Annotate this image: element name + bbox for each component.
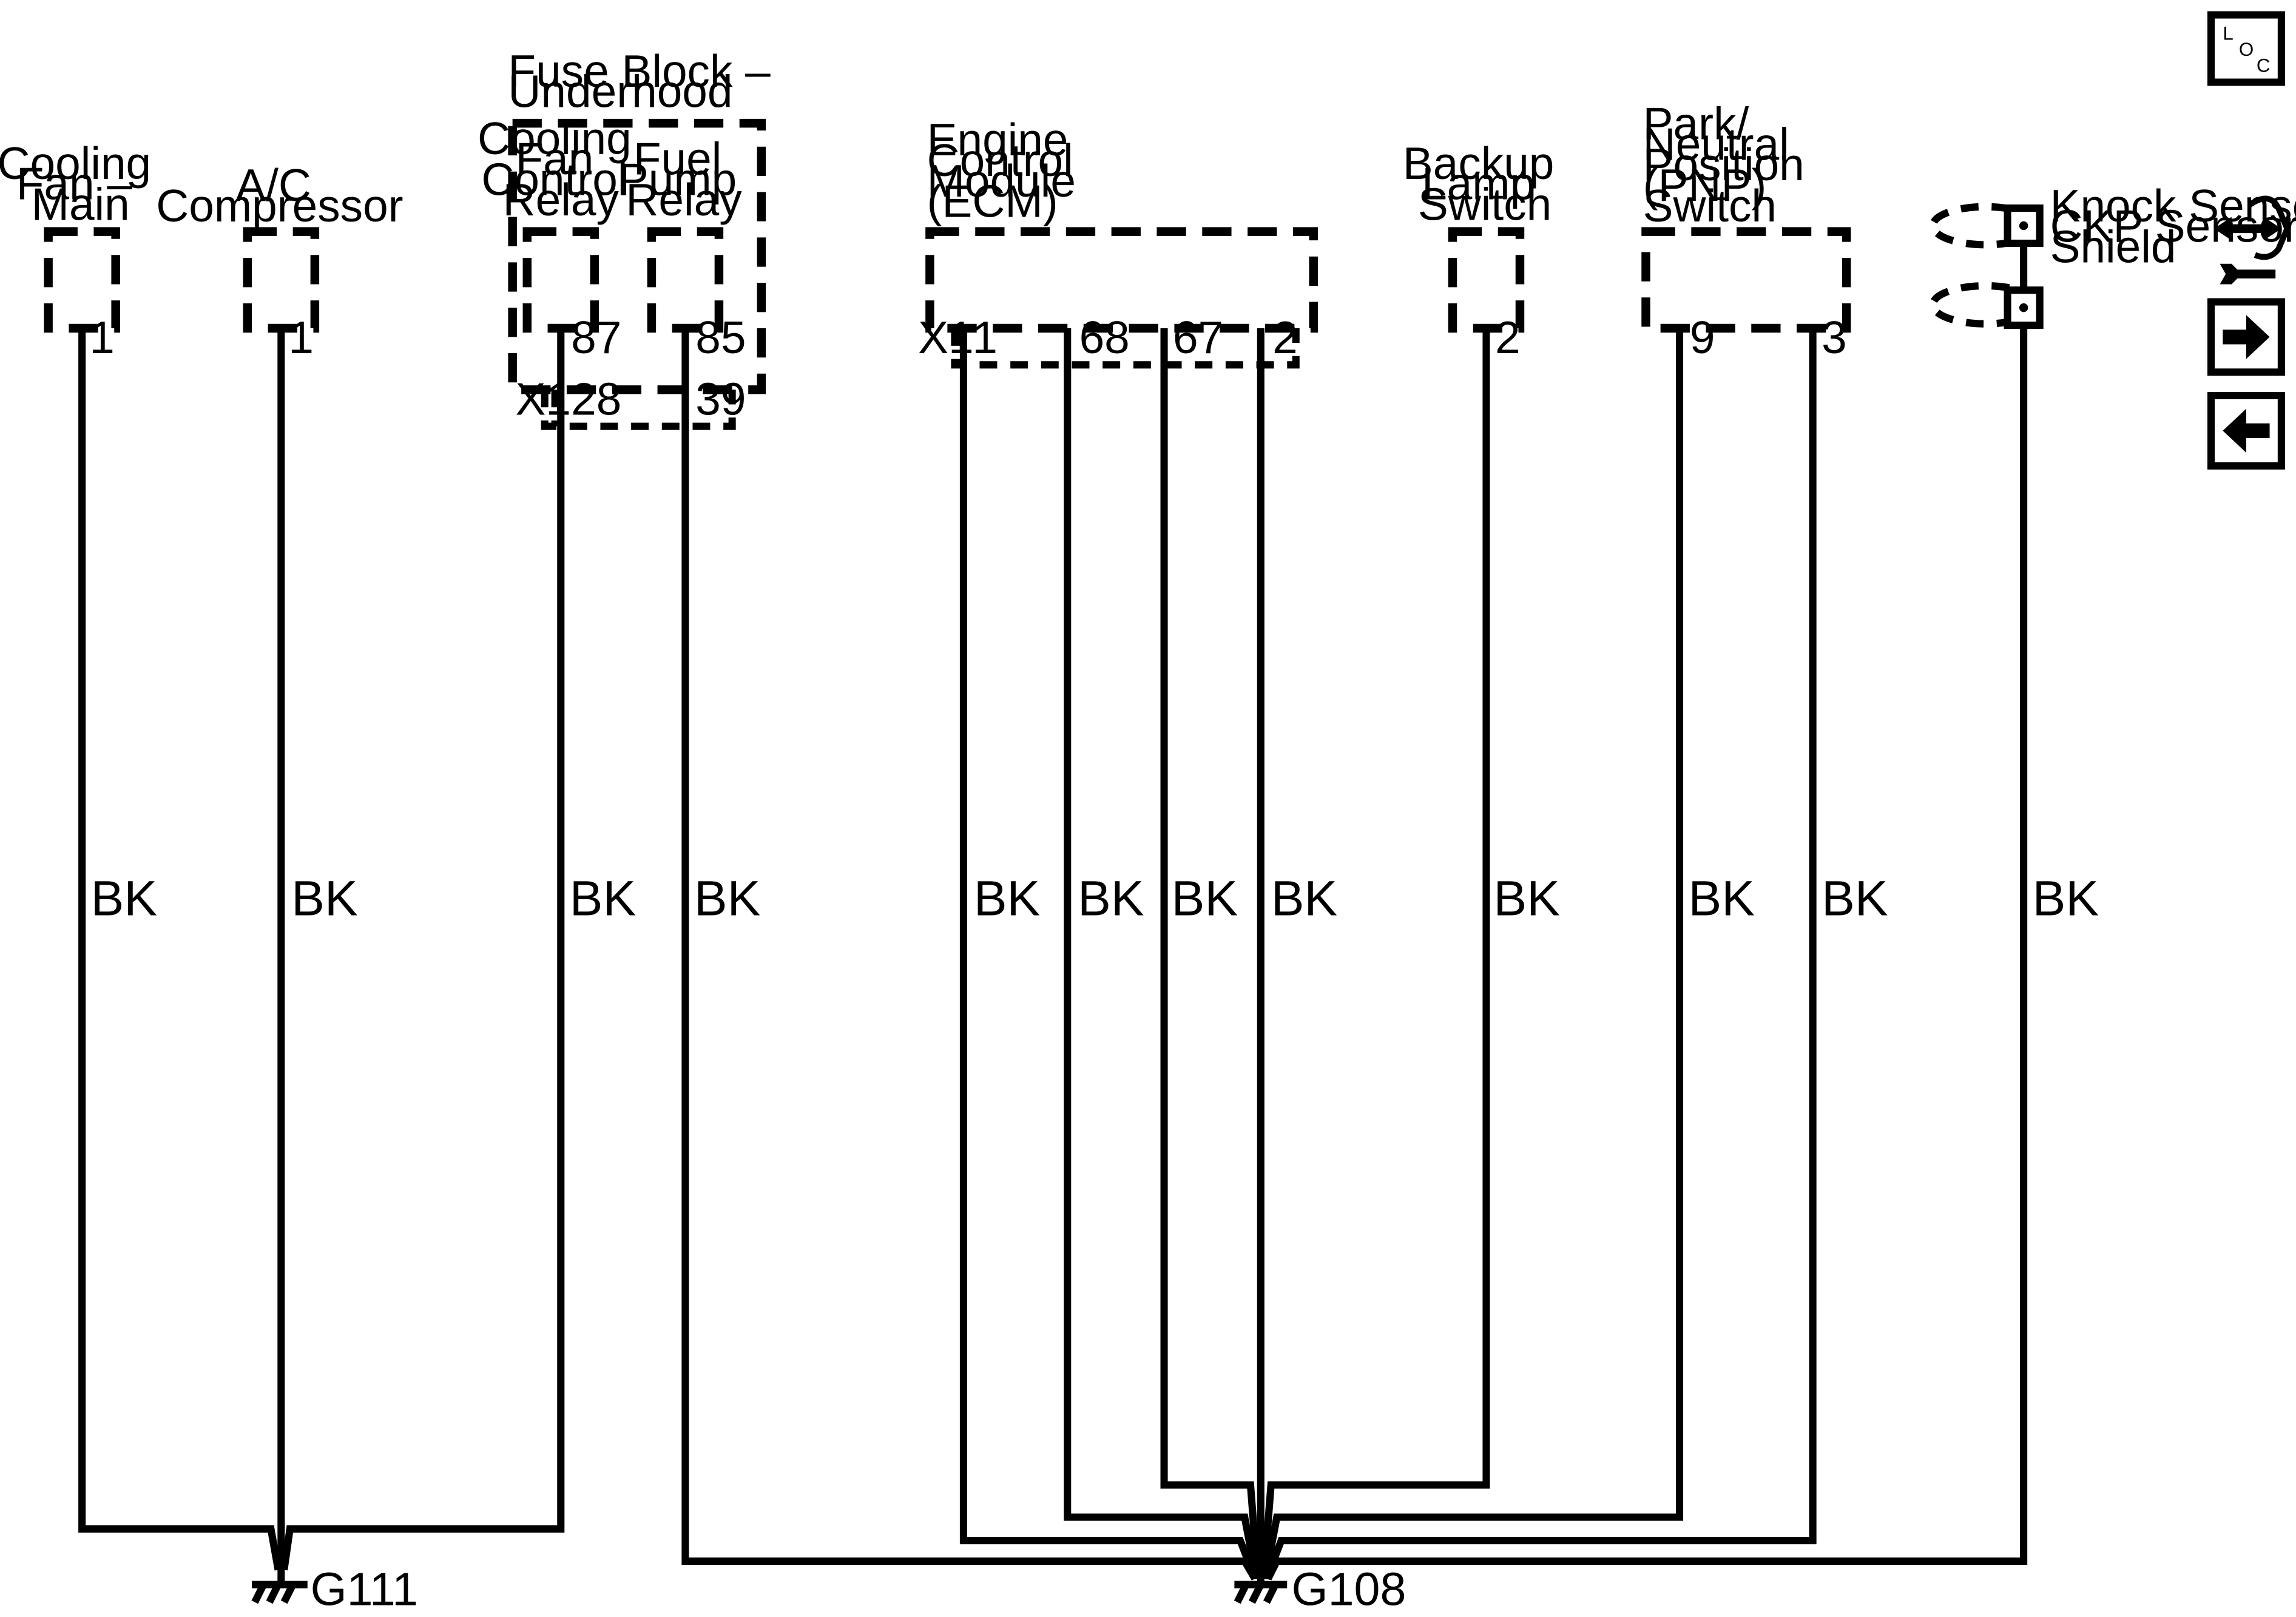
loc-button[interactable]: L O C: [2207, 11, 2285, 86]
fuse-block-box: [508, 118, 766, 394]
ground-g111-label: G111: [311, 1563, 418, 1615]
pin-label: 3: [1822, 312, 1847, 363]
pin-label: 2: [1495, 312, 1521, 363]
wire-color-label: BK: [291, 871, 357, 927]
pin-label: 39: [695, 373, 746, 424]
ground-g111-symbol: [251, 1570, 308, 1604]
pin-label: 1: [288, 312, 314, 363]
cooling-fan-main-label: Cooling Fan – Main: [0, 138, 164, 230]
wire-color-label: BK: [974, 871, 1040, 927]
pin-label: 1: [89, 312, 115, 363]
loc-letter: C: [2257, 55, 2271, 76]
pin-label: 9: [1690, 312, 1715, 363]
wire-color-label: BK: [570, 871, 636, 927]
wire-color-label: BK: [1494, 871, 1560, 927]
wire-color-label: BK: [91, 871, 157, 927]
wire-color-label: BK: [1271, 871, 1337, 927]
pin-label: 87: [571, 312, 621, 363]
fuse-block-label: Fuse Block – Underhood: [508, 46, 783, 117]
fuel-pump-relay-label: Fuel Pump Relay: [618, 133, 749, 226]
connector-tool-icon[interactable]: [2213, 195, 2291, 285]
ac-compressor-label: A/C Compressor: [156, 160, 403, 231]
pin-label: 68: [1079, 312, 1130, 363]
ecm-label: Engine Control Module (ECM): [927, 114, 1089, 226]
arrow-left-icon[interactable]: [2207, 391, 2285, 470]
wire-color-label: BK: [1822, 871, 1888, 927]
pin-label: 2: [1272, 312, 1298, 363]
ground-g108-label: G108: [1292, 1563, 1406, 1615]
wire-color-label: BK: [1688, 871, 1754, 927]
ecm-box: [925, 227, 1318, 333]
wire-color-label: BK: [2033, 871, 2099, 927]
wire-color-label: BK: [1172, 871, 1238, 927]
ground-g108-symbol: [1234, 1578, 1288, 1604]
pin-label: 1: [972, 312, 998, 363]
pnp-switch-box: [1641, 227, 1851, 333]
wire-color-label: BK: [694, 871, 760, 927]
wire-color-label: BK: [1078, 871, 1144, 927]
arrow-right-icon[interactable]: [2207, 298, 2285, 376]
fuse-block-x1-connector: [541, 390, 736, 430]
wires: [78, 243, 2028, 1581]
backup-lamp-switch-label: Backup Lamp Switch: [1403, 138, 1567, 230]
loc-letter: L: [2223, 23, 2233, 44]
pin-label: 67: [1173, 312, 1223, 363]
pin-label: 28: [571, 373, 621, 424]
pin-label: 85: [695, 312, 746, 363]
loc-letter: O: [2239, 39, 2254, 60]
pnp-switch-label: Park/ Neutral Position (PNP) Switch: [1643, 98, 1817, 231]
